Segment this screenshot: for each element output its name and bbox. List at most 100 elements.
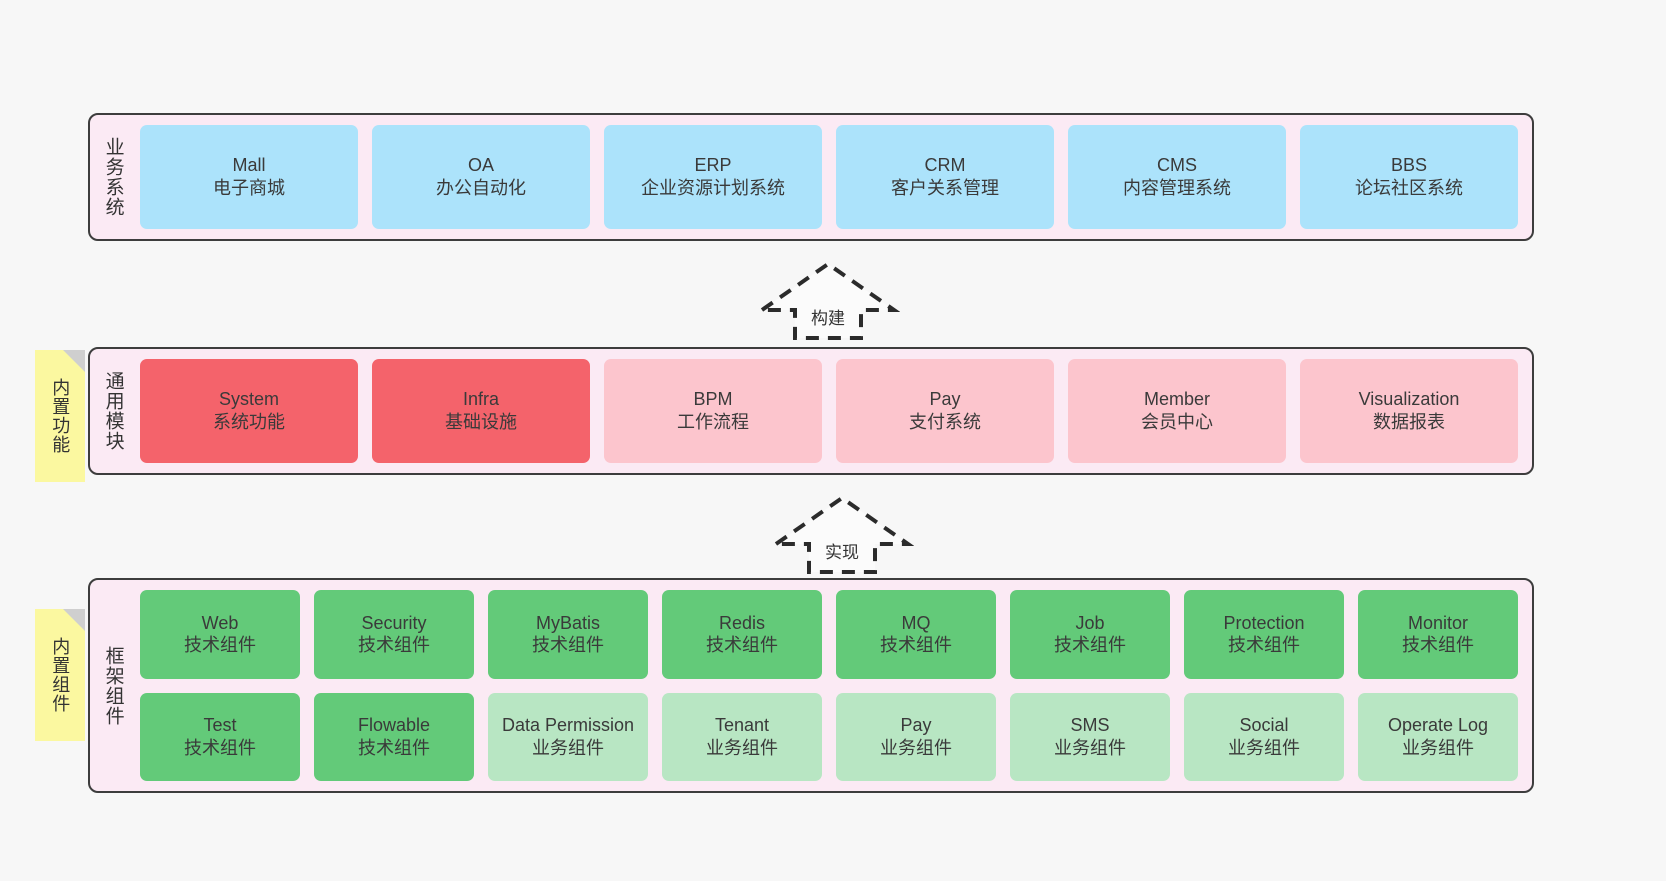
node-subtitle: 电子商城	[213, 178, 285, 198]
node-bbs[interactable]: BBS 论坛社区系统	[1300, 125, 1518, 229]
node-subtitle: 客户关系管理	[891, 178, 999, 198]
node-title: Security	[361, 612, 427, 633]
node-subtitle: 工作流程	[677, 412, 749, 432]
node-subtitle: 业务组件	[532, 737, 604, 758]
node-monitor[interactable]: Monitor 技术组件	[1358, 590, 1518, 679]
node-title: Mall	[232, 155, 266, 176]
connector-build: 构建	[756, 258, 900, 342]
note-fold-corner	[63, 350, 85, 372]
node-redis[interactable]: Redis 技术组件	[662, 590, 822, 679]
node-row: Test 技术组件 Flowable 技术组件 Data Permission …	[140, 692, 1518, 781]
node-title: ERP	[694, 155, 732, 176]
layer-body-framework: Web 技术组件 Security 技术组件 MyBatis 技术组件 Redi…	[136, 580, 1532, 791]
node-system[interactable]: System 系统功能	[140, 359, 358, 463]
node-infra[interactable]: Infra 基础设施	[372, 359, 590, 463]
layer-title-framework: 框架组件	[102, 645, 124, 726]
node-oa[interactable]: OA 办公自动化	[372, 125, 590, 229]
layer-body-business: Mall 电子商城 OA 办公自动化 ERP 企业资源计划系统 CRM 客户关系…	[136, 115, 1532, 239]
node-title: Protection	[1223, 612, 1305, 633]
node-title: Infra	[462, 389, 500, 410]
node-social[interactable]: Social 业务组件	[1184, 692, 1344, 781]
node-subtitle: 业务组件	[880, 737, 952, 758]
node-title: Tenant	[714, 715, 770, 736]
node-job[interactable]: Job 技术组件	[1010, 590, 1170, 679]
note-fold-corner	[63, 609, 85, 631]
node-mq[interactable]: MQ 技术组件	[836, 590, 996, 679]
node-row: System 系统功能 Infra 基础设施 BPM 工作流程 Pay 支付系统…	[140, 359, 1518, 463]
node-test[interactable]: Test 技术组件	[140, 692, 300, 781]
node-operate-log[interactable]: Operate Log 业务组件	[1358, 692, 1518, 781]
note-builtin-components: 内置组件	[35, 609, 85, 741]
node-subtitle: 技术组件	[1402, 635, 1474, 656]
node-title: BBS	[1390, 155, 1428, 176]
node-title: Web	[201, 612, 239, 633]
node-title: Pay	[900, 715, 932, 736]
node-web[interactable]: Web 技术组件	[140, 590, 300, 679]
layer-title-common: 通用模块	[102, 371, 124, 451]
node-subtitle: 基础设施	[445, 412, 517, 432]
node-subtitle: 技术组件	[880, 635, 952, 656]
node-subtitle: 技术组件	[184, 737, 256, 758]
node-subtitle: 业务组件	[1402, 737, 1474, 758]
layer-common-modules: 通用模块 System 系统功能 Infra 基础设施 BPM 工作流程 Pay…	[88, 347, 1534, 475]
node-cms[interactable]: CMS 内容管理系统	[1068, 125, 1286, 229]
node-subtitle: 办公自动化	[436, 178, 526, 198]
node-protection[interactable]: Protection 技术组件	[1184, 590, 1344, 679]
node-tenant[interactable]: Tenant 业务组件	[662, 692, 822, 781]
node-title: Visualization	[1358, 389, 1460, 410]
node-subtitle: 论坛社区系统	[1355, 178, 1463, 198]
node-visualization[interactable]: Visualization 数据报表	[1300, 359, 1518, 463]
node-bpm[interactable]: BPM 工作流程	[604, 359, 822, 463]
node-subtitle: 会员中心	[1141, 412, 1213, 432]
node-member[interactable]: Member 会员中心	[1068, 359, 1286, 463]
node-title: Data Permission	[501, 715, 635, 736]
node-subtitle: 业务组件	[1054, 737, 1126, 758]
node-title: MyBatis	[535, 612, 600, 633]
node-title: CRM	[924, 155, 966, 176]
node-row: Mall 电子商城 OA 办公自动化 ERP 企业资源计划系统 CRM 客户关系…	[140, 125, 1518, 229]
node-subtitle: 技术组件	[358, 737, 430, 758]
node-subtitle: 技术组件	[532, 635, 604, 656]
node-title: Monitor	[1407, 612, 1469, 633]
node-subtitle: 技术组件	[358, 635, 430, 656]
node-crm[interactable]: CRM 客户关系管理	[836, 125, 1054, 229]
node-pay[interactable]: Pay 支付系统	[836, 359, 1054, 463]
node-title: CMS	[1157, 155, 1197, 176]
node-title: System	[218, 389, 279, 410]
note-label: 内置功能	[50, 378, 71, 454]
node-title: BPM	[693, 389, 733, 410]
node-mybatis[interactable]: MyBatis 技术组件	[488, 590, 648, 679]
connector-implement: 实现	[770, 492, 914, 576]
node-title: Social	[1239, 715, 1289, 736]
node-subtitle: 技术组件	[706, 635, 778, 656]
node-subtitle: 系统功能	[213, 412, 285, 432]
node-erp[interactable]: ERP 企业资源计划系统	[604, 125, 822, 229]
node-title: Operate Log	[1387, 715, 1489, 736]
node-mall[interactable]: Mall 电子商城	[140, 125, 358, 229]
node-pay-business[interactable]: Pay 业务组件	[836, 692, 996, 781]
node-subtitle: 技术组件	[184, 635, 256, 656]
node-security[interactable]: Security 技术组件	[314, 590, 474, 679]
node-data-permission[interactable]: Data Permission 业务组件	[488, 692, 648, 781]
node-subtitle: 企业资源计划系统	[641, 178, 785, 198]
node-flowable[interactable]: Flowable 技术组件	[314, 692, 474, 781]
node-subtitle: 内容管理系统	[1123, 178, 1231, 198]
node-subtitle: 业务组件	[706, 737, 778, 758]
node-title: Test	[203, 715, 237, 736]
node-sms[interactable]: SMS 业务组件	[1010, 692, 1170, 781]
note-label: 内置组件	[50, 637, 71, 713]
node-subtitle: 支付系统	[909, 412, 981, 432]
note-builtin-features: 内置功能	[35, 350, 85, 482]
layer-business-systems: 业务系统 Mall 电子商城 OA 办公自动化 ERP 企业资源计划系统 CRM…	[88, 113, 1534, 241]
node-title: MQ	[901, 612, 931, 633]
node-title: Job	[1075, 612, 1105, 633]
node-title: Pay	[929, 389, 961, 410]
node-title: Flowable	[357, 715, 431, 736]
node-subtitle: 技术组件	[1054, 635, 1126, 656]
node-title: SMS	[1070, 715, 1110, 736]
node-subtitle: 业务组件	[1228, 737, 1300, 758]
node-subtitle: 数据报表	[1373, 412, 1445, 432]
layer-title-business: 业务系统	[102, 137, 124, 217]
node-title: OA	[467, 155, 494, 176]
node-title: Redis	[718, 612, 766, 633]
